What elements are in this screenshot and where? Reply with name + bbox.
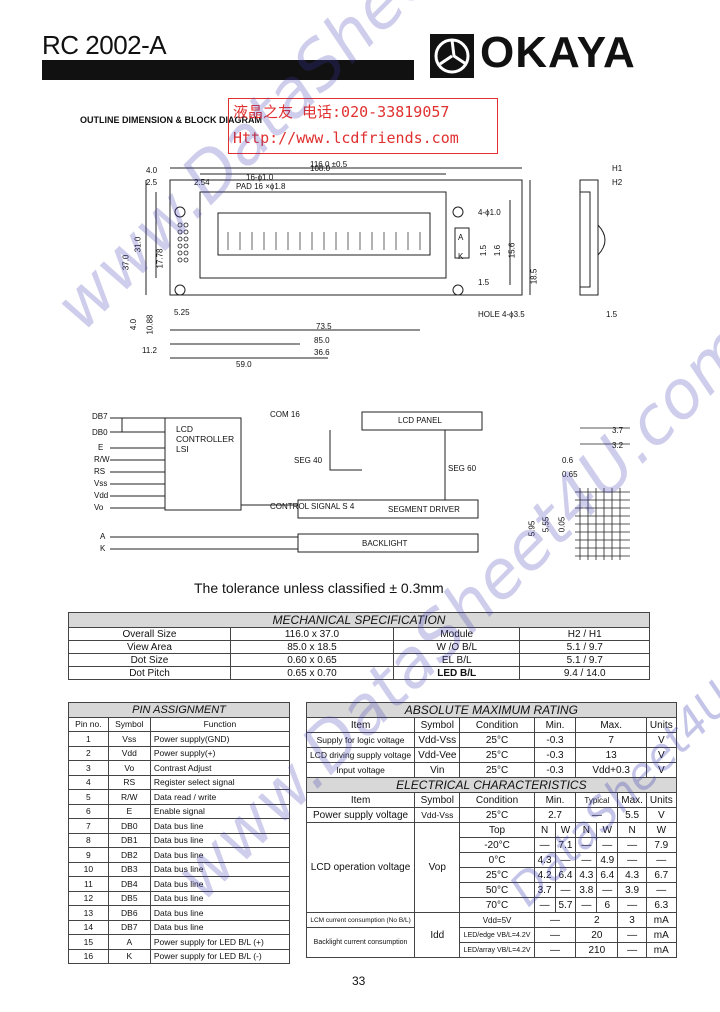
tolerance-note: The tolerance unless classified ± 0.3mm <box>194 580 444 596</box>
dim-pin16: 16-ϕ1.0 <box>246 173 274 182</box>
dim-85: 85.0 <box>314 336 330 345</box>
pin-rs: RS <box>94 467 106 476</box>
dim-4: 4.0 <box>146 166 158 175</box>
table-row: LCM current consumption (No B/L) Idd Vdd… <box>305 912 677 958</box>
dim-overall: 116.0 ±0.5 <box>310 160 348 169</box>
panel-label: LCD PANEL <box>398 416 442 425</box>
control-label: CONTROL SIGNAL S 4 <box>270 502 355 511</box>
dim-366: 36.6 <box>314 348 330 357</box>
segdriver-label: SEGMENT DRIVER <box>388 505 460 514</box>
pin-assignment-table: PIN ASSIGNMENT Pin no. Symbol Function 1… <box>68 702 291 964</box>
absmax-title: ABSOLUTE MAXIMUM RATING <box>306 702 677 718</box>
title-bar <box>42 60 414 80</box>
dim-112: 11.2 <box>142 346 157 355</box>
dim-254: 2.54 <box>194 178 210 187</box>
dim-4b: 4.0 <box>129 318 139 331</box>
backlight-label: BACKLIGHT <box>362 539 408 548</box>
pin-a: A <box>100 532 106 541</box>
dim-hole4: 4-ϕ1.0 <box>478 208 501 217</box>
com-label: COM 16 <box>270 410 300 419</box>
dim-pad: PAD 16 ×ϕ1.8 <box>236 182 286 191</box>
dim-156: 15.6 <box>507 242 517 259</box>
table-row: -20°C —7.1 —— —7.9 <box>307 837 677 853</box>
dim-525: 5.25 <box>174 308 190 317</box>
dim-hole: HOLE 4-ϕ3.5 <box>478 310 525 319</box>
outline-drawing <box>110 167 630 560</box>
model-title: RC 2002-A <box>42 30 167 60</box>
pin-vdd: Vdd <box>94 491 109 500</box>
table-row: 50°C 3.7— 3.8— 3.9— <box>307 882 677 898</box>
dim-735: 73.5 <box>316 322 332 331</box>
dot-37: 3.7 <box>612 426 624 435</box>
pin-db7: DB7 <box>92 412 108 421</box>
dim-15b: 1.5 <box>478 278 490 287</box>
pin-db0: DB0 <box>92 428 108 437</box>
table-row: Backlight current consumption LED/edge V… <box>305 927 677 958</box>
mech-title: MECHANICAL SPECIFICATION <box>68 612 650 628</box>
electrical-title: ELECTRICAL CHARACTERISTICS <box>306 777 677 793</box>
dot-32: 3.2 <box>612 441 624 450</box>
dealer-stamp: 液晶之友 电话:020-33819057 Http://www.lcdfrien… <box>228 98 498 154</box>
table-row: LED/array VB/L=4.2V — 210 —mA <box>307 942 677 958</box>
dim-108: 108.0 <box>310 164 331 173</box>
pin-rw: R/W <box>94 455 110 464</box>
brand-name: OKAYA <box>480 28 636 77</box>
label-a: A <box>458 233 464 242</box>
dot-065: 0.65 <box>562 470 578 479</box>
label-h1: H1 <box>612 164 623 173</box>
pin-k: K <box>100 544 106 553</box>
outline-heading: OUTLINE DIMENSION & BLOCK DIAGRAM <box>80 115 262 125</box>
table-row: 70°C —5.7 —6 —6.3 <box>307 897 677 913</box>
dim-59: 59.0 <box>236 360 252 369</box>
stamp-line-1: 液晶之友 电话:020-33819057 <box>233 103 450 121</box>
controller-label: LCD CONTROLLER LSI <box>176 424 235 454</box>
dim-1088: 10.88 <box>145 314 155 335</box>
label-h2: H2 <box>612 178 623 187</box>
dim-15: 1.5 <box>479 244 489 257</box>
dim-15c: 1.5 <box>606 310 618 319</box>
pin-title: PIN ASSIGNMENT <box>68 702 290 718</box>
pin-vss: Vss <box>94 479 108 488</box>
dot-06: 0.6 <box>562 456 574 465</box>
dim-16: 1.6 <box>493 244 503 257</box>
okaya-logo-icon <box>430 34 474 78</box>
seg60-label: SEG 60 <box>448 464 477 473</box>
pin-vo: Vo <box>94 503 104 512</box>
pin-e: E <box>98 443 104 452</box>
label-k: K <box>458 252 464 261</box>
dim-25: 2.5 <box>146 178 158 187</box>
seg40-label: SEG 40 <box>294 456 323 465</box>
page-number: 33 <box>352 974 366 988</box>
stamp-line-2[interactable]: Http://www.lcdfriends.com <box>233 129 459 147</box>
dim-185: 18.5 <box>529 268 539 285</box>
